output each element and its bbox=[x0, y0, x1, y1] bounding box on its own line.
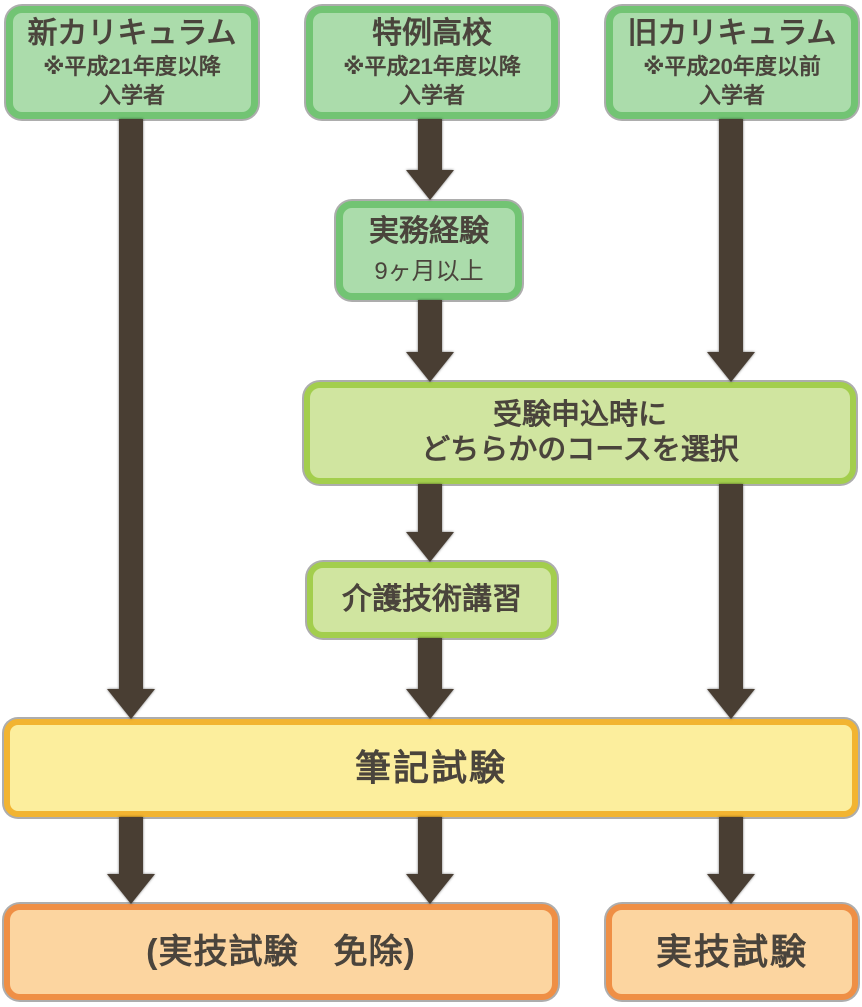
arrow-old-curriculum-to-course-selection-icon bbox=[707, 119, 755, 382]
arrow-shaft bbox=[418, 119, 442, 171]
node-line: 受験申込時に bbox=[492, 399, 667, 432]
node-course-selection: 受験申込時に どちらかのコースを選択 bbox=[304, 382, 856, 484]
arrow-shaft bbox=[418, 638, 442, 690]
node-subtitle: 9ヶ月以上 bbox=[374, 258, 484, 286]
arrow-new-curriculum-to-written-exam-icon bbox=[107, 119, 155, 719]
node-label: 介護技術講習 bbox=[342, 583, 522, 616]
node-special-highschool: 特例高校 ※平成21年度以降 入学者 bbox=[306, 6, 558, 119]
arrow-head bbox=[406, 689, 454, 719]
arrow-head bbox=[107, 689, 155, 719]
node-title: 新カリキュラム bbox=[27, 17, 237, 51]
node-label: 筆記試験 bbox=[354, 747, 507, 789]
arrow-shaft bbox=[719, 817, 743, 875]
arrow-shaft bbox=[418, 484, 442, 533]
arrow-head bbox=[707, 352, 755, 382]
arrow-shaft bbox=[719, 119, 743, 353]
node-note: 入学者 bbox=[98, 82, 165, 108]
node-note: 入学者 bbox=[398, 82, 465, 108]
node-note: ※平成21年度以降 bbox=[343, 54, 521, 80]
node-practical-exam-exempt: (実技試験 免除) bbox=[4, 904, 558, 1000]
node-note: ※平成20年度以前 bbox=[643, 54, 821, 80]
arrow-shaft bbox=[719, 484, 743, 690]
arrow-written-exam-to-practical-exempt-mid-icon bbox=[406, 817, 454, 904]
arrow-head bbox=[406, 352, 454, 382]
node-old-curriculum: 旧カリキュラム ※平成20年度以前 入学者 bbox=[606, 6, 858, 119]
arrow-written-exam-to-practical-exempt-left-icon bbox=[107, 817, 155, 904]
arrow-shaft bbox=[119, 817, 143, 875]
node-note: ※平成21年度以降 bbox=[43, 54, 221, 80]
arrow-head bbox=[406, 874, 454, 904]
node-written-exam: 筆記試験 bbox=[4, 719, 858, 817]
node-title: 旧カリキュラム bbox=[627, 17, 837, 51]
node-note: 入学者 bbox=[698, 82, 765, 108]
node-practical-exam: 実技試験 bbox=[606, 904, 858, 1000]
node-work-experience: 実務経験 9ヶ月以上 bbox=[336, 201, 522, 300]
arrow-work-experience-to-course-selection-icon bbox=[406, 300, 454, 382]
arrow-head bbox=[707, 689, 755, 719]
arrow-special-highschool-to-work-experience-icon bbox=[406, 119, 454, 200]
node-new-curriculum: 新カリキュラム ※平成21年度以降 入学者 bbox=[6, 6, 258, 119]
arrow-shaft bbox=[418, 817, 442, 875]
arrow-course-selection-to-care-skill-training-icon bbox=[406, 484, 454, 562]
node-title: 特例高校 bbox=[372, 17, 492, 51]
arrow-shaft bbox=[119, 119, 143, 690]
node-line: どちらかのコースを選択 bbox=[421, 434, 739, 466]
node-label: (実技試験 免除) bbox=[146, 932, 416, 971]
arrow-head bbox=[107, 874, 155, 904]
node-care-skill-training: 介護技術講習 bbox=[307, 562, 557, 638]
arrow-head bbox=[406, 170, 454, 200]
arrow-course-selection-to-written-exam-icon bbox=[707, 484, 755, 719]
arrow-written-exam-to-practical-exam-icon bbox=[707, 817, 755, 904]
arrow-care-skill-training-to-written-exam-icon bbox=[406, 638, 454, 719]
arrow-head bbox=[406, 532, 454, 562]
arrow-shaft bbox=[418, 300, 442, 353]
node-title: 実務経験 bbox=[369, 215, 489, 249]
arrow-head bbox=[707, 874, 755, 904]
node-label: 実技試験 bbox=[655, 931, 808, 973]
